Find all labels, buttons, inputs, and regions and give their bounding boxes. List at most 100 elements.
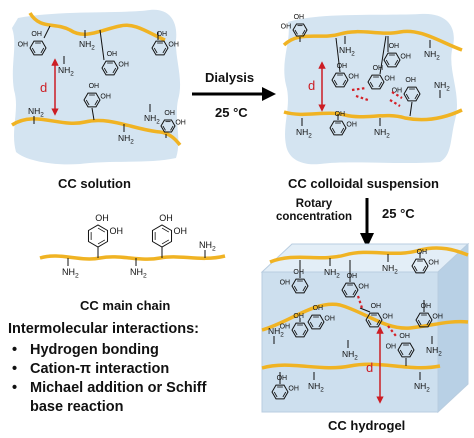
- hydroxyl-label: OH: [95, 213, 109, 223]
- amine-group: NH2: [28, 106, 44, 124]
- amine-label: NH2: [342, 349, 358, 362]
- amine-group: NH2: [342, 340, 358, 362]
- hydroxyl-label: OH: [281, 24, 292, 31]
- amine-label: NH2: [28, 106, 44, 119]
- amine-group: NH2: [58, 56, 74, 78]
- interaction-item-michael-schiff: Michael addition or Schiff base reaction: [8, 379, 220, 417]
- caption-cc-hydrogel: CC hydrogel: [328, 418, 406, 433]
- hydroxyl-label: OH: [110, 226, 124, 236]
- arrow-label-temp-1: 25 °C: [215, 105, 248, 120]
- hydroxyl-label: OH: [118, 61, 128, 68]
- amine-label: NH2: [382, 263, 398, 276]
- hydroxyl-label: OH: [399, 333, 410, 340]
- distance-label-2: d: [308, 78, 315, 93]
- hydroxyl-label: OH: [358, 283, 369, 290]
- hydroxyl-label: OH: [164, 110, 175, 117]
- amine-group: NH2: [268, 326, 284, 344]
- amine-group: NH2: [130, 258, 147, 280]
- amine-label: NH2: [296, 127, 312, 140]
- hydroxyl-label: OH: [373, 65, 384, 72]
- chain-lower: [11, 117, 182, 147]
- amine-label: NH2: [62, 267, 79, 280]
- hydrogen-bond: [356, 295, 364, 309]
- linker-bond: [359, 307, 371, 313]
- interactions-title: Intermolecular interactions:: [8, 321, 199, 337]
- arrow-label-rotary: Rotary concentration: [275, 198, 353, 223]
- arrow-label-temp-2: 25 °C: [382, 206, 415, 221]
- linker-bond: [99, 29, 105, 61]
- gel-chain-1: [269, 246, 469, 264]
- hydroxyl-label: OH: [31, 31, 42, 38]
- hydroxyl-label: OH: [324, 315, 335, 322]
- hydroxyl-label: OH: [417, 249, 428, 256]
- interaction-item-cation-pi: Cation-π interaction: [8, 360, 220, 379]
- dialysis-arrow: [192, 87, 276, 101]
- hydroxyl-label: OH: [18, 41, 29, 48]
- distance-label-1: d: [40, 80, 47, 95]
- caption-cc-solution: CC solution: [58, 176, 131, 191]
- hydroxyl-label: OH: [335, 111, 346, 118]
- arrow-label-dialysis: Dialysis: [205, 70, 255, 85]
- cube-side: [437, 242, 469, 414]
- hydrogen-bond: [355, 94, 369, 102]
- hydroxyl-label: OH: [347, 273, 358, 280]
- hydroxyl-label: OH: [293, 269, 304, 276]
- hydrogen-bond: [387, 325, 397, 337]
- amine-group: NH2: [434, 80, 450, 98]
- main-chain-backbone: [39, 254, 226, 261]
- amine-label: NH2: [268, 326, 284, 339]
- amine-group: NH2: [426, 336, 442, 358]
- linker-bond: [91, 107, 95, 121]
- hydroxyl-label: OH: [107, 51, 118, 58]
- gel-chain-2: [261, 302, 469, 332]
- hydroxyl-label: OH: [280, 279, 291, 286]
- amine-group: NH2: [144, 104, 160, 126]
- amine-label: NH2: [426, 345, 442, 358]
- linker-bond: [409, 101, 413, 117]
- amine-label: NH2: [199, 240, 216, 253]
- amine-label: NH2: [79, 39, 95, 52]
- amine-label: NH2: [118, 133, 134, 146]
- hydroxyl-label: OH: [294, 14, 305, 21]
- hydroxyl-label: OH: [400, 53, 411, 60]
- hydroxyl-label: OH: [157, 31, 168, 38]
- concentration-arrow: [360, 198, 374, 248]
- linker-bond: [379, 35, 387, 75]
- amine-group: NH2: [424, 40, 440, 62]
- hydroxyl-label: OH: [293, 313, 304, 320]
- hydroxyl-label: OH: [405, 77, 416, 84]
- hydroxyl-label: OH: [89, 83, 100, 90]
- hydroxyl-label: OH: [277, 375, 288, 382]
- chain-lower-2: [283, 108, 463, 122]
- hydrogen-bond: [391, 91, 403, 99]
- solution-blob: [12, 9, 181, 165]
- amine-label: NH2: [130, 267, 147, 280]
- linker-bond: [43, 25, 51, 39]
- amine-label: NH2: [58, 65, 74, 78]
- hydroxyl-label: OH: [392, 87, 403, 94]
- hydroxyl-label: OH: [337, 63, 348, 70]
- hydroxyl-label: OH: [432, 313, 443, 320]
- hydrogen-bond: [389, 99, 401, 107]
- amine-group: NH2: [296, 118, 312, 140]
- amine-group: NH2: [118, 124, 134, 146]
- amine-group: NH2: [339, 36, 355, 58]
